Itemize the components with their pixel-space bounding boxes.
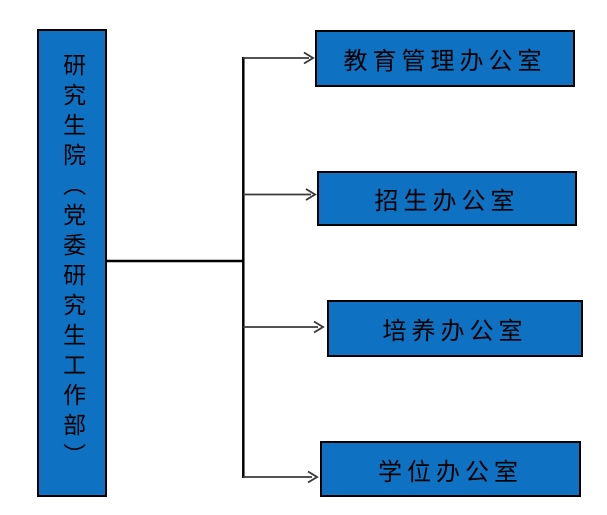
arrow-right-icon: [313, 320, 325, 334]
org-node-training-office: 培养办公室: [327, 300, 583, 357]
arrow-right-icon: [305, 188, 317, 201]
org-node-education-management-office: 教育管理办公室: [315, 30, 575, 87]
connector-branch-3: [243, 320, 325, 334]
org-node-root: 研究生院（党委研究生工作部）: [37, 29, 107, 497]
org-node-label: 培养办公室: [382, 318, 528, 345]
org-node-root-label: 研究生院（党委研究生工作部）: [59, 53, 86, 473]
connector-branch-1: [243, 51, 315, 65]
arrow-right-icon: [307, 470, 319, 484]
org-node-label: 学位办公室: [378, 458, 523, 486]
org-node-label: 教育管理办公室: [343, 48, 547, 75]
connector-branch-4: [243, 470, 319, 484]
org-node-admissions-office: 招生办公室: [317, 171, 577, 226]
org-node-label: 招生办公室: [374, 188, 520, 215]
connector-branch-2: [243, 188, 317, 201]
arrow-right-icon: [303, 51, 315, 65]
org-node-degree-office: 学位办公室: [320, 441, 581, 497]
